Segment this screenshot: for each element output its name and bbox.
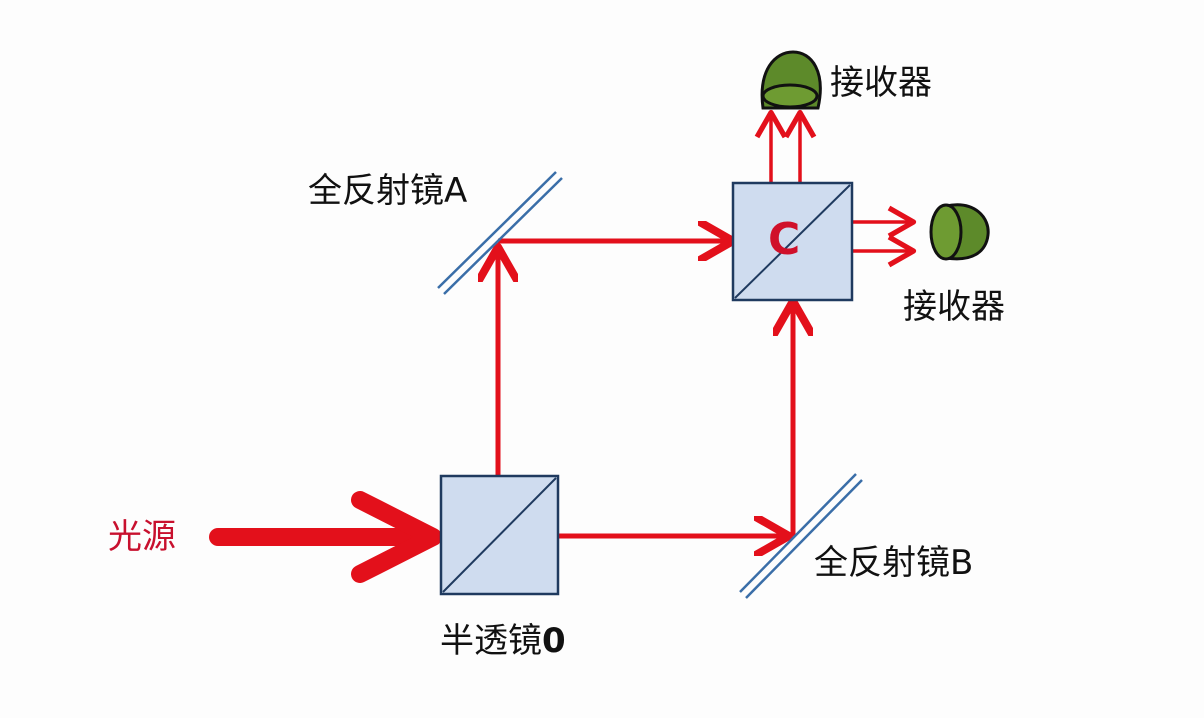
receiver-top-label: 接收器 xyxy=(830,63,932,103)
mirror-a-label: 全反射镜A xyxy=(308,171,468,211)
mirror-b xyxy=(739,473,863,599)
mirror-b-label: 全反射镜B xyxy=(814,543,974,583)
half-mirror-name: 半透镜 xyxy=(440,621,542,661)
source-label: 光源 xyxy=(108,517,176,557)
receiver-right-label: 接收器 xyxy=(903,287,1005,327)
half-mirror-label: 半透镜0 xyxy=(440,624,566,658)
combiner-label: C xyxy=(768,214,801,265)
mirror-a xyxy=(437,171,563,295)
half-mirror-id: 0 xyxy=(542,621,566,661)
detector-right-icon xyxy=(929,203,990,261)
detector-top-icon xyxy=(760,50,822,110)
beam-combiner-c xyxy=(731,181,854,302)
half-mirror-o xyxy=(439,474,560,596)
source-beam-arrow xyxy=(209,491,442,583)
